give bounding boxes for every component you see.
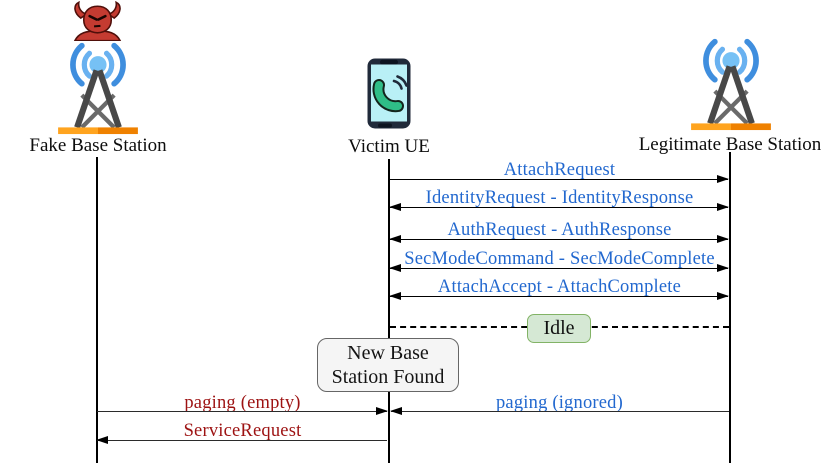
legit-cell-tower-icon: [691, 38, 771, 131]
arrow-secmode-exchange: [389, 263, 729, 272]
message-secmode-exchange: SecModeCommand - SecModeComplete: [404, 249, 715, 269]
lifeline-legitimate-base-station: [729, 152, 731, 463]
new-base-station-note: New Base Station Found: [317, 338, 459, 392]
note-line-1: New Base: [347, 342, 429, 364]
note-line-2: Station Found: [331, 366, 445, 388]
arrowhead-left-icon: [389, 263, 401, 272]
arrowhead-right-icon: [717, 291, 729, 300]
arrow-service-request: [96, 435, 387, 444]
devil-icon: [73, 1, 122, 41]
arrow-paging-empty: [97, 406, 388, 415]
idle-badge: Idle: [527, 314, 591, 343]
phone-call-icon: [367, 58, 411, 129]
arrowhead-left-icon: [390, 406, 402, 415]
arrowhead-right-icon: [376, 406, 388, 415]
arrow-identity-exchange: [389, 202, 729, 211]
arrowhead-right-icon: [717, 263, 729, 272]
message-service-request: ServiceRequest: [183, 421, 302, 441]
idle-badge-label: Idle: [543, 317, 575, 339]
actor-label-legitimate-base-station: Legitimate Base Station: [638, 134, 822, 155]
arrowhead-left-icon: [96, 435, 108, 444]
message-attach-request: AttachRequest: [503, 160, 616, 180]
fake-cell-tower-icon: [58, 42, 138, 135]
arrowhead-left-icon: [389, 291, 401, 300]
actor-label-victim-ue: Victim UE: [348, 136, 430, 157]
message-auth-exchange: AuthRequest - AuthResponse: [447, 220, 672, 240]
arrowhead-right-icon: [717, 234, 729, 243]
arrowhead-right-icon: [717, 174, 729, 183]
arrow-attach-accept: [389, 291, 729, 300]
arrowhead-left-icon: [389, 234, 401, 243]
arrow-auth-exchange: [389, 234, 729, 243]
lifeline-victim-ue: [388, 159, 390, 463]
arrowhead-left-icon: [389, 202, 401, 211]
message-paging-empty: paging (empty): [184, 393, 301, 413]
arrow-paging-ignored: [390, 406, 729, 415]
lifeline-fake-base-station: [96, 157, 98, 463]
arrow-attach-request: [390, 174, 729, 183]
message-identity-exchange: IdentityRequest - IdentityResponse: [425, 188, 694, 208]
message-paging-ignored: paging (ignored): [495, 393, 623, 413]
actor-label-fake-base-station: Fake Base Station: [29, 135, 167, 156]
message-attach-accept: AttachAccept - AttachComplete: [437, 277, 682, 297]
arrowhead-right-icon: [717, 202, 729, 211]
